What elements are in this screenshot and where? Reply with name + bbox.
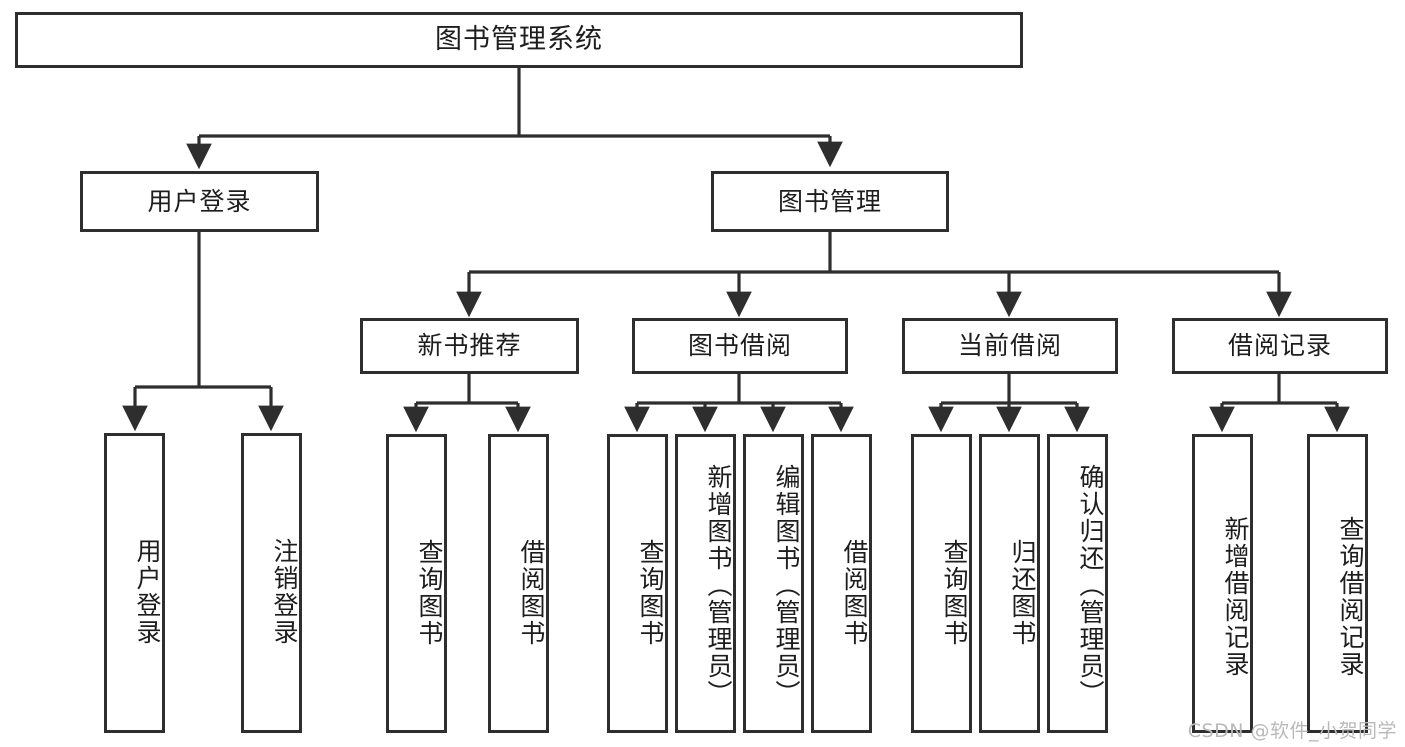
node-leaf-query-book-borrow[interactable]: 查询图书 (607, 434, 668, 733)
node-leaf-query-book-recommend[interactable]: 查询图书 (386, 434, 447, 733)
node-leaf-add-book[interactable]: 新增图书（管理员） (675, 434, 736, 733)
leaf-label: 用户登录 (133, 538, 162, 646)
node-user-login[interactable]: 用户登录 (80, 171, 319, 232)
node-leaf-confirm-return[interactable]: 确认归还（管理员） (1047, 434, 1108, 733)
node-new-book-recommend[interactable]: 新书推荐 (360, 318, 579, 374)
node-borrow-record[interactable]: 借阅记录 (1172, 318, 1388, 374)
node-book-manage[interactable]: 图书管理 (711, 171, 949, 232)
leaf-label: 查询图书 (415, 538, 444, 647)
node-leaf-borrow-book[interactable]: 借阅图书 (811, 434, 872, 733)
leaf-label: 编辑图书（管理员） (772, 464, 801, 707)
node-leaf-return-book[interactable]: 归还图书 (979, 434, 1040, 733)
node-leaf-logout-login[interactable]: 注销登录 (241, 433, 302, 733)
node-leaf-user-login[interactable]: 用户登录 (104, 433, 165, 733)
node-leaf-borrow-book-recommend[interactable]: 借阅图书 (488, 434, 549, 733)
leaf-label: 归还图书 (1008, 538, 1037, 647)
leaf-label: 注销登录 (270, 538, 299, 646)
csdn-watermark: CSDN @软件_小贺同学 (1187, 720, 1397, 742)
leaf-label: 确认归还（管理员） (1076, 464, 1105, 707)
node-leaf-query-borrow-record[interactable]: 查询借阅记录 (1307, 434, 1368, 733)
leaf-label: 新增图书（管理员） (704, 464, 733, 707)
node-current-borrow[interactable]: 当前借阅 (902, 318, 1118, 374)
leaf-label: 查询图书 (636, 538, 665, 647)
node-book-borrow[interactable]: 图书借阅 (632, 318, 848, 374)
leaf-label: 借阅图书 (517, 538, 546, 647)
node-root-book-management-system[interactable]: 图书管理系统 (15, 12, 1023, 68)
leaf-label: 查询图书 (940, 538, 969, 647)
node-leaf-query-book-current[interactable]: 查询图书 (911, 434, 972, 733)
node-leaf-add-borrow-record[interactable]: 新增借阅记录 (1192, 434, 1253, 733)
node-leaf-edit-book[interactable]: 编辑图书（管理员） (743, 434, 804, 733)
leaf-label: 新增借阅记录 (1221, 515, 1250, 678)
leaf-label: 查询借阅记录 (1336, 515, 1365, 678)
leaf-label: 借阅图书 (840, 538, 869, 647)
